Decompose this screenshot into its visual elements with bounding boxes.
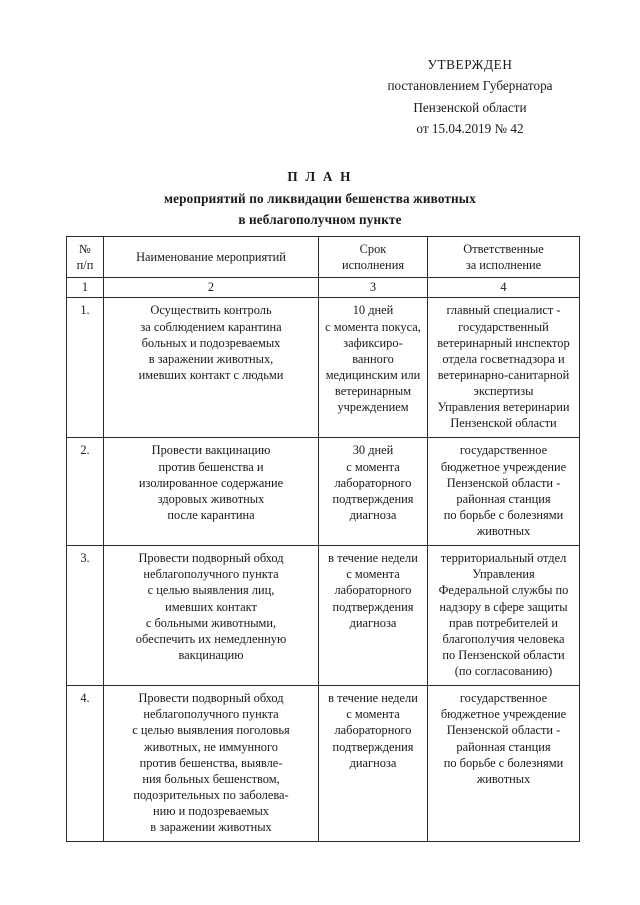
document-subtitle-line-1: мероприятий по ликвидации бешенства живо… xyxy=(164,190,476,206)
cell-row-index: 4. xyxy=(66,685,104,843)
cell-row-index: 2. xyxy=(66,437,104,547)
page-title: П Л А Н xyxy=(287,169,353,184)
column-number-4: 4 xyxy=(427,277,580,299)
column-number-3: 3 xyxy=(318,277,428,299)
document-subtitle-line-2: в неблагополучном пункте xyxy=(238,212,402,228)
column-header-name-lines: Наименование мероприятий xyxy=(136,250,286,265)
approval-authority: постановлением Губернатора xyxy=(387,78,553,94)
document-title-block: П Л А Н мероприятий по ликвидации бешенс… xyxy=(0,166,640,231)
approval-document-reference: от 15.04.2019 № 42 xyxy=(416,121,524,137)
column-header-name: Наименование мероприятий xyxy=(103,235,319,279)
cell-row-index: 1. xyxy=(66,297,104,439)
approval-block: УТВЕРЖДЕН постановлением Губернатора Пен… xyxy=(330,54,610,140)
cell-row-index: 3. xyxy=(66,545,104,687)
table-column-numbering-row: 1 2 3 4 xyxy=(66,277,580,299)
approval-region: Пензенской области xyxy=(413,99,527,115)
column-number-1: 1 xyxy=(66,277,104,299)
approval-heading: УТВЕРЖДЕН xyxy=(427,57,513,72)
column-number-2: 2 xyxy=(103,277,319,299)
